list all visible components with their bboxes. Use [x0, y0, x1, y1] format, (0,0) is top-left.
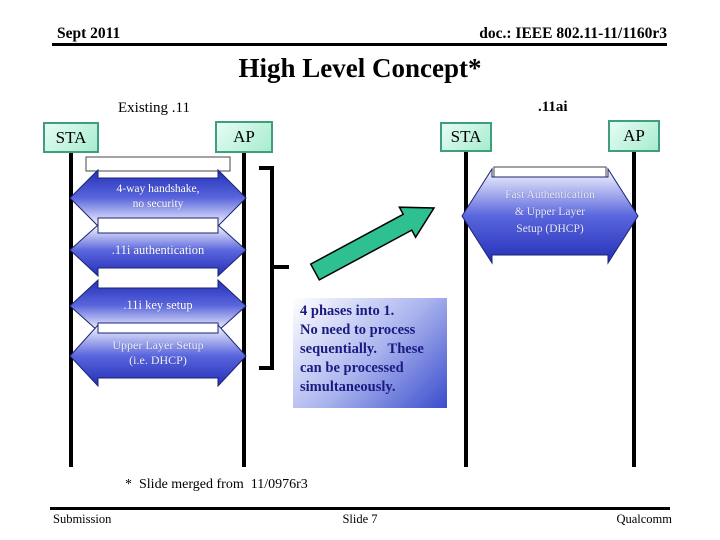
- footer-slide-number: Slide 7: [342, 512, 378, 526]
- node-sta-right: STA: [440, 122, 492, 152]
- node-ap-right: AP: [608, 120, 660, 152]
- footnote: * Slide merged from 11/0976r3: [125, 477, 308, 492]
- arrow-label-fast-auth: Fast Authentication & Upper Layer Setup …: [505, 189, 595, 235]
- blank-bar-right: [493, 166, 607, 179]
- blank-bar-left: [85, 156, 231, 172]
- brace-shape: [259, 166, 289, 370]
- double-arrow-11i-auth: [69, 223, 247, 278]
- double-arrow-4way: [69, 168, 247, 228]
- arrow-label-11i-auth: .11i authentication: [111, 243, 205, 257]
- arrow-label-11i-key: .11i key setup: [123, 298, 193, 312]
- node-sta-left: STA: [43, 122, 99, 153]
- callout-4-phases: 4 phases into 1. No need to process sequ…: [293, 298, 447, 408]
- header-date: Sept 2011: [57, 25, 121, 42]
- label-existing-11: Existing .11: [118, 100, 190, 116]
- node-ap-left: AP: [215, 121, 273, 153]
- arrow-label-4way: 4-way handshake, no security: [116, 183, 200, 210]
- footer-company: Qualcomm: [616, 512, 672, 526]
- footer-submission: Submission: [53, 512, 112, 526]
- label-11ai: .11ai: [538, 99, 568, 115]
- header-doc-number: doc.: IEEE 802.11-11/1160r3: [479, 25, 667, 42]
- double-arrow-upper-layer: [69, 323, 247, 388]
- header-rule: [52, 43, 667, 46]
- arrow-label-upper-layer: Upper Layer Setup (i.e. DHCP): [112, 338, 204, 367]
- green-arrow-shape: [309, 206, 436, 281]
- slide-title: High Level Concept*: [238, 53, 482, 83]
- footer-rule: [50, 507, 670, 510]
- double-arrow-fast-auth: [461, 167, 639, 265]
